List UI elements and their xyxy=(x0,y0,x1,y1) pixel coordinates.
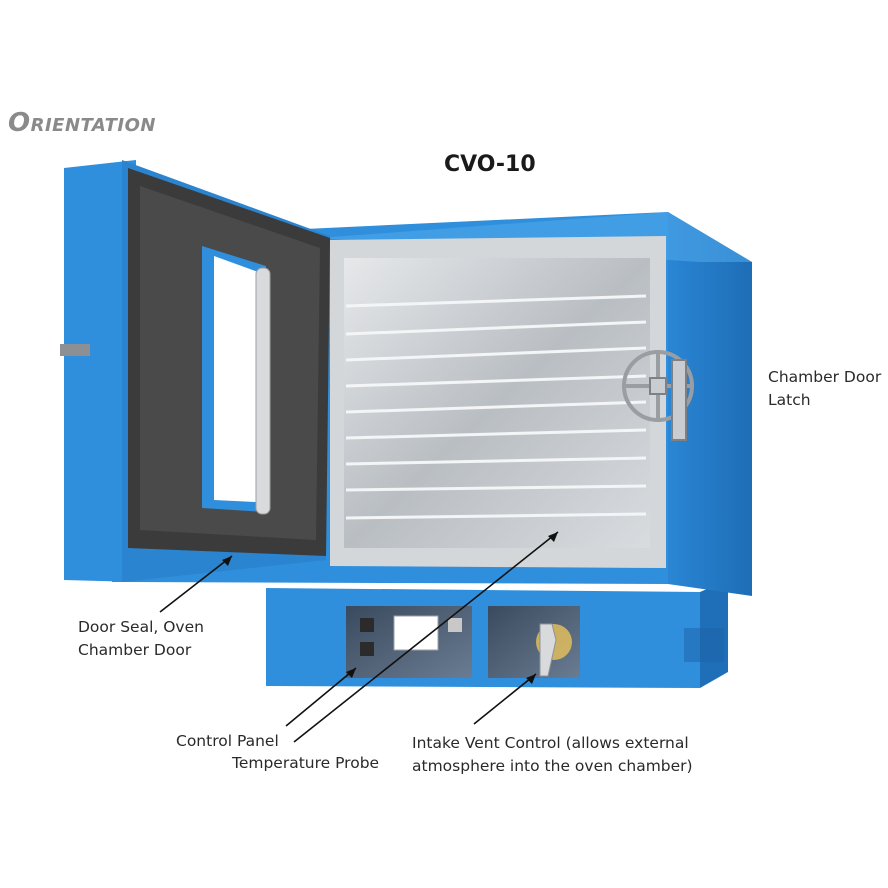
callout-chamber-door-latch: Chamber Door Latch xyxy=(768,368,882,409)
intake-vent-panel xyxy=(488,606,580,678)
control-panel xyxy=(346,606,472,678)
page-heading: Orientation xyxy=(8,108,156,138)
callout-lines xyxy=(159,531,559,743)
callout-control-panel: Control Panel xyxy=(176,732,279,750)
callout-intake-vent-control: Intake Vent Control (allows external atm… xyxy=(412,734,693,775)
callout-arrowheads xyxy=(222,532,558,684)
callout-door-seal: Door Seal, Oven Chamber Door xyxy=(78,618,204,659)
chamber-door xyxy=(60,160,330,582)
model-title: CVO-10 xyxy=(444,152,536,177)
chamber-door-latch xyxy=(622,350,694,441)
callout-temperature-probe: Temperature Probe xyxy=(232,754,380,772)
chamber-shelves xyxy=(345,294,647,520)
